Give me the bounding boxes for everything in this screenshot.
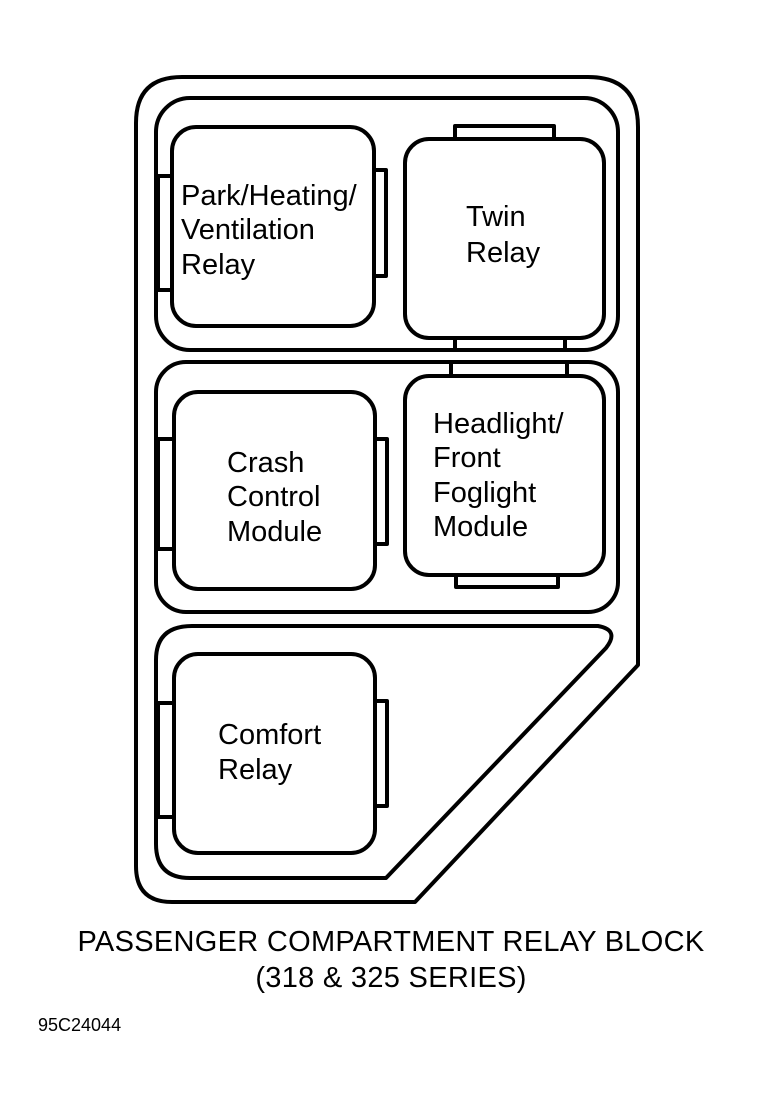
relay-tab (156, 437, 176, 551)
relay-tab (372, 168, 388, 278)
label-comfort-relay: Comfort Relay (218, 719, 329, 786)
relay-tab (156, 701, 176, 819)
relay-tab (453, 124, 556, 141)
label-crash-control-module: Crash Control Module (227, 447, 329, 548)
relay-tab (454, 573, 560, 589)
relay-tab (373, 699, 389, 808)
diagram-title: PASSENGER COMPARTMENT RELAY BLOCK (77, 926, 705, 958)
relay-headlight-foglight-module (403, 374, 606, 577)
compartment-bottom (154, 624, 614, 880)
label-twin-relay: Twin Relay (466, 201, 541, 269)
relay-tab (449, 360, 569, 378)
label-park-heating-ventilation: Park/Heating/ Ventilation Relay (181, 180, 365, 281)
diagram-subtitle: (318 & 325 SERIES) (255, 962, 527, 994)
label-headlight-foglight-module: Headlight/ Front Foglight Module (433, 408, 572, 543)
relay-tab (156, 174, 174, 292)
figure-id: 95C24044 (38, 1015, 122, 1035)
relay-block-housing (134, 75, 640, 904)
relay-tab (453, 336, 567, 352)
relay-tab (373, 437, 389, 546)
relay-block-diagram: Park/Heating/ Ventilation Relay Twin Rel… (134, 75, 640, 904)
